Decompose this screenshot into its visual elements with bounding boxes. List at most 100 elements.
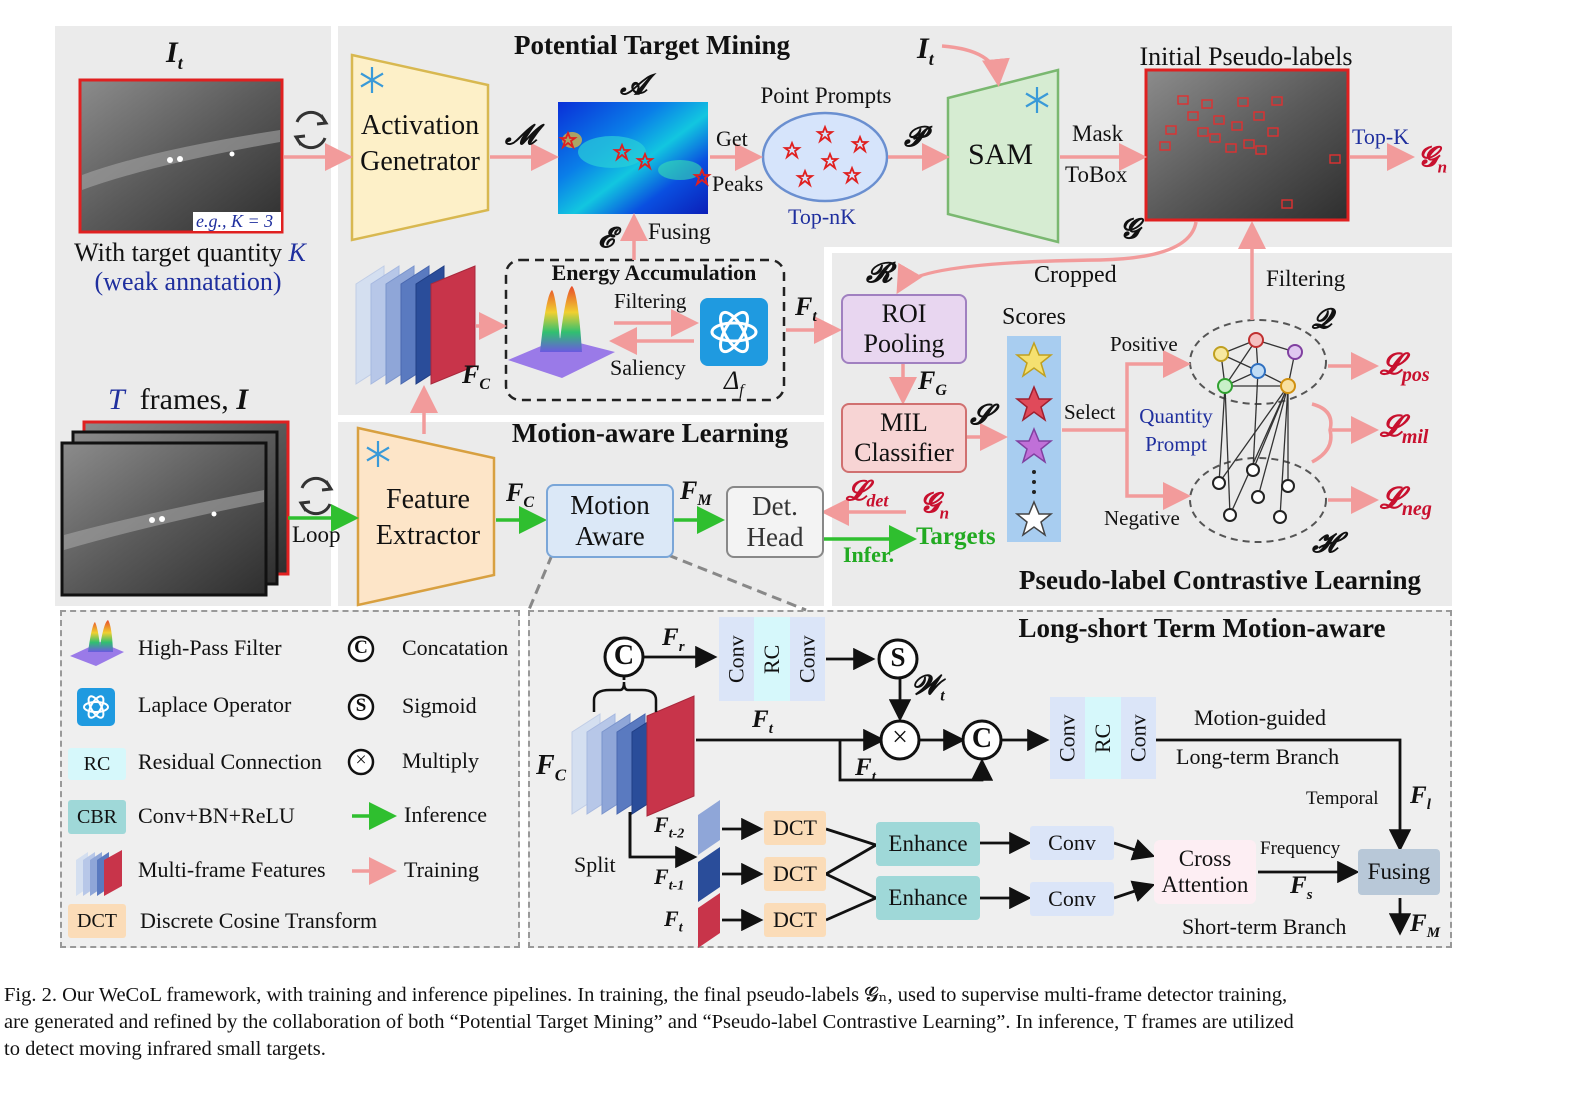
legend-laplace-operator-icon <box>77 688 115 726</box>
split-label: Split <box>574 852 616 877</box>
caption-line-2: are generated and refined by the collabo… <box>4 1011 1294 1033</box>
multiply-glyph: × <box>892 722 908 753</box>
legend-laplace-label: Laplace Operator <box>138 692 292 717</box>
feature-extractor-shape <box>356 426 496 607</box>
frozen-snowflake-icon <box>360 67 1049 467</box>
legend-sigmoid-glyph: S <box>355 695 367 716</box>
arrow-g-to-roi <box>896 221 1198 295</box>
h-symbol: 𝓗 <box>1312 528 1338 559</box>
lneg-label: 𝓛neg <box>1380 482 1432 520</box>
ft-upper-label: Ft <box>795 292 817 326</box>
dct-box-1: DCT <box>764 811 826 845</box>
fusing-label: Fusing <box>648 219 711 244</box>
fs-label: Fs <box>1290 872 1313 903</box>
r-symbol: 𝓡 <box>866 258 893 289</box>
quantity-label-plcl: Quantity <box>1139 404 1213 428</box>
g-symbol: 𝓖 <box>1120 214 1140 245</box>
ft-short-label: Ft <box>664 906 683 936</box>
legend-multi-frame-icon <box>76 850 122 896</box>
high-pass-filter-icon <box>508 286 615 378</box>
fc-upper-label: FC <box>462 360 491 394</box>
ft1-label: Ft-1 <box>654 864 685 894</box>
contrastive-graph <box>1189 319 1327 543</box>
laplace-operator-icon <box>700 298 768 366</box>
enhance-box-1: Enhance <box>876 822 980 866</box>
rc-cell: RC <box>1085 697 1121 779</box>
frequency-label: Frequency <box>1260 838 1341 859</box>
example-k-label: e.g., K = 3 <box>196 211 274 231</box>
fc-ltm-label: FC <box>536 750 567 785</box>
dct-box-3: DCT <box>764 903 826 937</box>
ldet-label: 𝓛det <box>846 476 889 511</box>
scores-label: Scores <box>1002 304 1066 330</box>
loop-cycle-icon <box>298 476 334 516</box>
rc-cell: RC <box>754 617 790 701</box>
legend-sigmoid-label: Sigmoid <box>402 693 477 718</box>
initial-pseudo-labels-title: Initial Pseudo-labels <box>1139 42 1353 71</box>
conv-cell: Conv <box>790 617 825 701</box>
lpos-label: 𝓛pos <box>1380 348 1430 386</box>
temporal-label: Temporal <box>1306 788 1379 809</box>
legend-cbr-badge: CBR <box>68 800 126 834</box>
arrow-it-to-sam <box>941 44 1010 87</box>
legend-training-label: Training <box>404 857 479 882</box>
scores-column <box>1007 336 1061 542</box>
dct-box-2: DCT <box>764 857 826 891</box>
conv-box-1: Conv <box>1030 826 1114 860</box>
caption-line-1: Fig. 2. Our WeCoL framework, with traini… <box>4 984 1288 1006</box>
infer-label: Infer. <box>843 542 895 567</box>
point-prompts-ellipse <box>761 111 889 203</box>
select-label: Select <box>1064 400 1116 424</box>
sam-it-label: It <box>917 32 934 69</box>
legend-high-pass-filter-label: High-Pass Filter <box>138 635 282 660</box>
legend-concat-label: Concatation <box>402 635 509 660</box>
conv-box-2: Conv <box>1030 882 1114 916</box>
lmil-label: 𝓛mil <box>1380 410 1429 448</box>
ft-ltm-label-1: Ft <box>752 706 773 737</box>
sam-shape <box>946 68 1060 244</box>
energy-accumulation-box <box>504 258 786 402</box>
motion-guided-label: Motion-guided <box>1194 705 1326 730</box>
legend-dct-badge: DCT <box>68 904 126 938</box>
initial-pseudo-labels-image <box>1144 68 1350 222</box>
filtering-plcl-label: Filtering <box>1266 266 1346 291</box>
input-frame-image <box>78 78 284 234</box>
concat-op-1 <box>603 636 645 678</box>
concat-op-2 <box>961 719 1003 761</box>
legend-dct-label: Discrete Cosine Transform <box>140 908 378 933</box>
sigmoid-op <box>877 638 919 680</box>
legend-concat-glyph: C <box>354 637 368 658</box>
feature-extractor-label: Feature Extractor <box>375 484 481 551</box>
get-label: Get <box>716 126 748 151</box>
fr-label: Fr <box>662 624 685 655</box>
gn-det-label: 𝓖n <box>920 488 950 523</box>
legend-multiply-glyph: × <box>355 749 367 771</box>
activation-heatmap <box>558 102 712 214</box>
legend-multiply-label: Multiply <box>402 748 480 773</box>
arrow-scores-negative <box>1125 430 1191 510</box>
energy-accumulation-title: Energy Accumulation <box>551 260 757 285</box>
conv-cell: Conv <box>719 617 754 701</box>
legend-cbr-label: Conv+BN+ReLU <box>138 803 295 828</box>
figure-caption: Fig. 2. Our WeCoL framework, with traini… <box>4 982 1579 1063</box>
targets-label: Targets <box>916 523 996 550</box>
quantity-label: With target quantity K <box>74 238 306 267</box>
fusing-box: Fusing <box>1358 849 1440 895</box>
ltm-title: Long-short Term Motion-aware <box>1018 613 1386 643</box>
legend-multi-frame-label: Multi-frame Features <box>138 857 326 882</box>
fm-mal-label: FM <box>680 476 712 510</box>
frames-stack-image <box>60 420 290 597</box>
roi-pooling-box: ROI Pooling <box>841 294 967 364</box>
enhance-box-2: Enhance <box>876 876 980 920</box>
legend-rc-badge: RC <box>68 748 126 780</box>
loop-label: Loop <box>292 522 341 547</box>
brace-mil <box>1311 402 1333 464</box>
e-symbol: 𝓔 <box>598 223 615 254</box>
fm-ltm-label: FM <box>1410 910 1441 941</box>
sam-label: SAM <box>968 138 1034 171</box>
p-symbol: 𝓟 <box>904 122 925 153</box>
mal-title: Motion-aware Learning <box>511 418 789 448</box>
sigmoid-glyph: S <box>890 642 906 672</box>
gn-output-symbol: 𝓖n <box>1418 142 1448 177</box>
activation-generator-label: Activation Genetrator <box>360 110 480 177</box>
